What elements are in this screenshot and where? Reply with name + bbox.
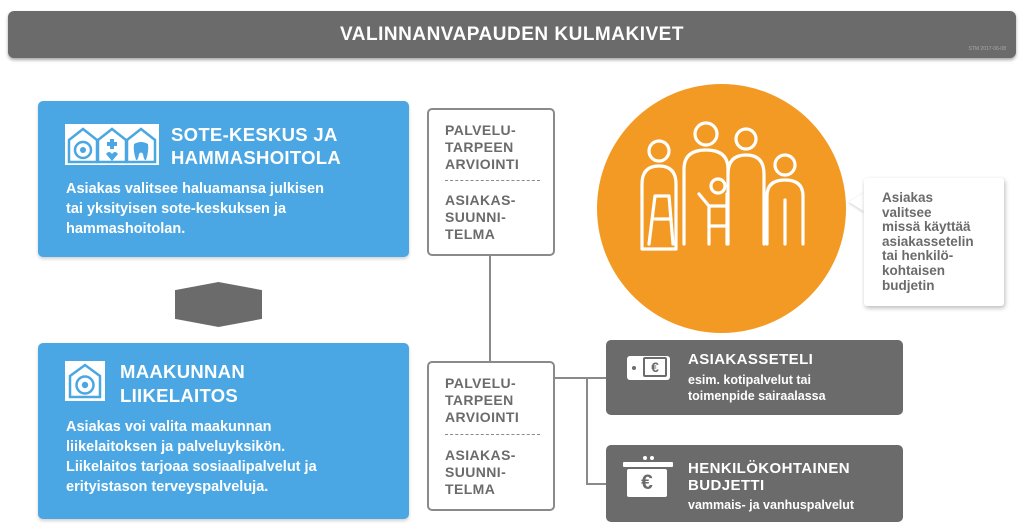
bubble-line: Asiakas: [882, 190, 934, 205]
maakunta-text-line1: Asiakas voi valita maakunnan: [66, 419, 272, 435]
bubble-line: valitsee: [882, 204, 932, 220]
wallet-dot: [650, 456, 654, 460]
plan-line1: ASIAKAS-: [445, 192, 516, 208]
planning-box-bottom: PALVELU- TARPEEN ARVIOINTI ASIAKAS- SUUN…: [427, 361, 555, 511]
maakunta-title-line2: LIIKELAITOS: [120, 385, 239, 406]
page-title: VALINNANVAPAUDEN KULMAKIVET: [340, 24, 684, 45]
henkilokohtainen-budjetti-box: € HENKILÖKOHTAINEN BUDJETTI vammais- ja …: [606, 445, 903, 522]
connector-line-vertical: [489, 252, 491, 361]
maakunta-text-line3: Liikelaitos tarjoaa sosiaalipalvelut ja: [66, 459, 317, 475]
card-dot: [632, 366, 636, 370]
building-hospital-icon: [65, 361, 105, 401]
assessment-line3: ARVIOINTI: [445, 409, 520, 425]
family-group-icon: [640, 121, 805, 251]
speech-bubble-text: Asiakas valitsee missä käyttää asiakasse…: [882, 190, 1000, 293]
speech-bubble: Asiakas valitsee missä käyttää asiakasse…: [864, 178, 1004, 306]
maakunta-title-line1: MAAKUNNAN: [120, 361, 245, 382]
dashed-divider: [445, 180, 540, 181]
sote-title-line2: HAMMASHOITOLA: [171, 147, 342, 168]
connector-line-budjetti: [586, 483, 606, 485]
maakunnan-liikelaitos-box: MAAKUNNAN LIIKELAITOS Asiakas voi valita…: [38, 343, 409, 519]
speech-bubble-tail: [849, 192, 865, 212]
maakunta-text-line4: erityistason terveyspalveluja.: [66, 479, 269, 495]
assessment-line1: PALVELU-: [445, 122, 517, 138]
euro-symbol: €: [627, 469, 667, 497]
euro-symbol: €: [643, 357, 667, 377]
sote-text-line1: Asiakas valitsee haluamansa julkisen: [66, 181, 324, 197]
building-health-dental-icon: [65, 124, 159, 165]
maakunta-text-line2: liikelaitoksen ja palveluyksikön.: [66, 439, 286, 455]
seteli-sub-line1: esim. kotipalvelut tai: [688, 373, 811, 387]
assessment-line1: PALVELU-: [445, 375, 517, 391]
connector-line-branch: [586, 377, 588, 484]
assessment-line3: ARVIOINTI: [445, 156, 520, 172]
bubble-line: tai henkilö-: [882, 248, 954, 264]
plan-line2: SUUNNI-: [445, 209, 507, 225]
asiakasseteli-box: € ASIAKASSETELI esim. kotipalvelut tai t…: [606, 340, 903, 415]
plan-line3: TELMA: [445, 226, 496, 242]
wallet-euro-icon: €: [623, 456, 673, 498]
sote-title-line1: SOTE-KESKUS JA: [171, 124, 338, 145]
bubble-line: kohtaisen: [882, 262, 946, 278]
assessment-line2: TARPEEN: [445, 392, 514, 408]
bubble-line: missä käyttää: [882, 219, 971, 235]
assessment-line2: TARPEEN: [445, 139, 514, 155]
sote-keskus-box: SOTE-KESKUS JA HAMMASHOITOLA Asiakas val…: [38, 101, 409, 257]
wallet-dot: [643, 456, 647, 460]
sote-text-line2: tai yksityisen sote-keskuksen ja: [66, 201, 287, 217]
voucher-card-icon: €: [627, 356, 670, 380]
header-bar: VALINNANVAPAUDEN KULMAKIVET STM 2017-06-…: [8, 11, 1016, 58]
budjetti-title-line2: BUDJETTI: [688, 477, 765, 494]
seteli-title: ASIAKASSETELI: [688, 351, 814, 368]
bubble-line: budjetin: [882, 277, 935, 293]
header-watermark: STM 2017-06-08: [968, 46, 1006, 52]
sote-text-line3: hammashoitolan.: [66, 221, 186, 237]
budjetti-title-line1: HENKILÖKOHTAINEN: [688, 460, 850, 477]
budjetti-sub: vammais- ja vanhuspalvelut: [688, 498, 855, 512]
plan-line2: SUUNNI-: [445, 464, 507, 480]
plan-line1: ASIAKAS-: [445, 447, 516, 463]
dashed-divider: [445, 434, 540, 435]
bubble-line: asiakassetelin: [882, 233, 974, 249]
connector-line-seteli: [551, 377, 606, 379]
seteli-sub-line2: toimenpide sairaalassa: [688, 389, 826, 403]
hexagon-connector: [175, 282, 262, 327]
planning-box-top: PALVELU- TARPEEN ARVIOINTI ASIAKAS- SUUN…: [427, 108, 555, 256]
wallet-top: [623, 462, 673, 467]
plan-line3: TELMA: [445, 481, 496, 497]
family-circle: [597, 84, 846, 333]
